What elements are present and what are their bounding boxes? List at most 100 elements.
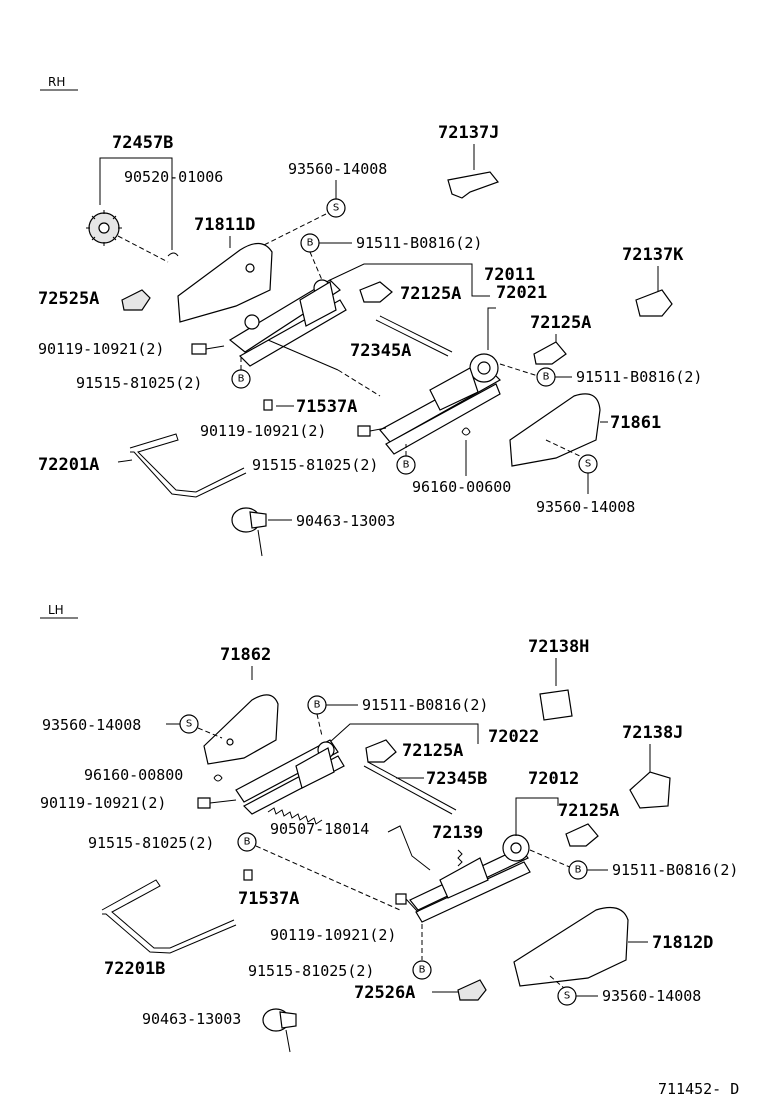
bolt-shaft-rh-b [369,427,387,432]
label-90119-10921-rh-b[interactable]: 90119-10921(2) [200,422,326,440]
label-72125A-lh-a[interactable]: 72125A [402,741,463,761]
label-91511-B0816-lh-right[interactable]: 91511-B0816(2) [612,861,738,879]
knob-part-72138H[interactable] [539,689,573,721]
label-72138J[interactable]: 72138J [622,723,683,743]
wire-part-72201A[interactable] [129,433,245,493]
side-cover-part-71811D[interactable] [177,242,273,323]
bolt-shaft-lh-b [405,898,419,913]
label-71812D[interactable]: 71812D [652,933,713,953]
torque-rod-72345A[interactable] [379,315,453,353]
wire-part-72201B[interactable] [101,879,235,949]
clip-part-90520[interactable] [167,252,179,257]
label-72457B[interactable]: 72457B [112,133,173,153]
section-label-lh: LH [48,603,64,617]
label-91515-81025-rh-a[interactable]: 91515-81025(2) [76,374,202,392]
leader-72011 [329,263,473,282]
label-90119-10921-lh-b[interactable]: 90119-10921(2) [270,926,396,944]
seat-track-lh[interactable] [235,739,531,923]
label-96160-00800[interactable]: 96160-00800 [84,766,183,784]
label-71537A-rh[interactable]: 71537A [296,397,357,417]
clip-part-96160-lh[interactable] [213,774,223,782]
svg-text:S: S [186,719,192,730]
label-72012[interactable]: 72012 [528,769,579,789]
label-71861[interactable]: 71861 [610,413,661,433]
torque-rod-72345A-edge [375,319,449,357]
handle-part-72125A-rh-b[interactable] [533,341,567,365]
label-72021[interactable]: 72021 [496,283,547,303]
bolt-part-90119-rh-a[interactable] [191,343,207,355]
label-90463-13003-rh[interactable]: 90463-13003 [296,512,395,530]
screw-marker-lh-top: S [179,714,199,734]
stopper-part-71537A-lh[interactable] [243,869,253,881]
spring-part-90507[interactable] [267,807,323,825]
label-91515-81025-lh-a[interactable]: 91515-81025(2) [88,834,214,852]
label-90463-13003-lh[interactable]: 90463-13003 [142,1010,241,1028]
svg-text:B: B [244,837,251,848]
screw-marker-lh-bottom: S [557,986,577,1006]
link-part-72139[interactable] [387,825,431,871]
handle-part-72125A-rh-a[interactable] [359,281,393,303]
label-90520-01006[interactable]: 90520-01006 [124,168,223,186]
torque-rod-72345B[interactable] [367,761,457,811]
cap-part-72525A[interactable] [121,289,151,311]
side-cover-part-71861[interactable] [509,393,601,467]
bolt-part-90119-rh-b[interactable] [357,425,371,437]
label-71537A-lh[interactable]: 71537A [238,889,299,909]
clamp-part-90463-rh[interactable] [231,507,267,557]
label-72125A-lh-b[interactable]: 72125A [558,801,619,821]
label-93560-14008-lh-bottom[interactable]: 93560-14008 [602,987,701,1005]
label-71862[interactable]: 71862 [220,645,271,665]
label-72137J[interactable]: 72137J [438,123,499,143]
label-72137K[interactable]: 72137K [622,245,684,265]
label-90119-10921-lh-a[interactable]: 90119-10921(2) [40,794,166,812]
label-72125A-rh-b[interactable]: 72125A [530,313,591,333]
cap-part-72526A[interactable] [457,979,487,1001]
knob-part-72137J[interactable] [447,171,499,199]
gear-part-72457B[interactable] [86,210,122,246]
handle-part-72125A-lh-b[interactable] [565,823,599,847]
label-72525A-rh[interactable]: 72525A [38,289,99,309]
link-rod-rh[interactable] [267,339,339,371]
side-cover-part-71812D[interactable] [513,907,629,987]
label-96160-00600[interactable]: 96160-00600 [412,478,511,496]
label-72125A-rh-a[interactable]: 72125A [400,284,461,304]
label-93560-14008-rh-bottom[interactable]: 93560-14008 [536,498,635,516]
bolt-marker-lh-top: B [307,695,327,715]
label-72022[interactable]: 72022 [488,727,539,747]
bolt-part-90119-lh-a[interactable] [197,797,211,809]
label-72526A[interactable]: 72526A [354,983,415,1003]
label-91511-B0816-lh-top[interactable]: 91511-B0816(2) [362,696,488,714]
leader-72021 [487,307,496,350]
label-72138H[interactable]: 72138H [528,637,589,657]
knob-part-72138J[interactable] [629,771,671,809]
stopper-part-71537A-rh[interactable] [263,399,273,411]
bolt-part-90119-lh-b[interactable] [395,893,407,905]
clamp-part-90463-lh[interactable] [262,1008,297,1053]
label-91515-81025-rh-b[interactable]: 91515-81025(2) [252,456,378,474]
label-72345B[interactable]: 72345B [426,769,487,789]
wire-part-72201B-edge [102,913,237,954]
knob-part-72137K[interactable] [635,289,673,317]
label-93560-14008-rh-top[interactable]: 93560-14008 [288,160,387,178]
dash-screw-lh-bottom [549,975,565,989]
side-cover-part-71862[interactable] [203,694,279,765]
label-72201B[interactable]: 72201B [104,959,165,979]
label-72011[interactable]: 72011 [484,265,535,285]
label-91515-81025-lh-b[interactable]: 91515-81025(2) [248,962,374,980]
handle-part-72125A-lh-a[interactable] [365,739,397,763]
label-91511-B0816-rh-top[interactable]: 91511-B0816(2) [356,234,482,252]
clip-part-96160-rh[interactable] [461,427,471,436]
label-71811D[interactable]: 71811D [194,215,255,235]
seat-track-rh[interactable] [228,279,501,455]
label-90119-10921-rh-a[interactable]: 90119-10921(2) [38,340,164,358]
label-72201A[interactable]: 72201A [38,455,99,475]
svg-text:B: B [575,865,582,876]
leader-72012 [515,797,559,836]
label-72345A[interactable]: 72345A [350,341,411,361]
label-91511-B0816-rh-right[interactable]: 91511-B0816(2) [576,368,702,386]
label-72139[interactable]: 72139 [432,823,483,843]
svg-text:B: B [543,372,550,383]
diagram-code: 711452- D [658,1080,739,1098]
label-90507-18014[interactable]: 90507-18014 [270,820,369,838]
label-93560-14008-lh-top[interactable]: 93560-14008 [42,716,141,734]
